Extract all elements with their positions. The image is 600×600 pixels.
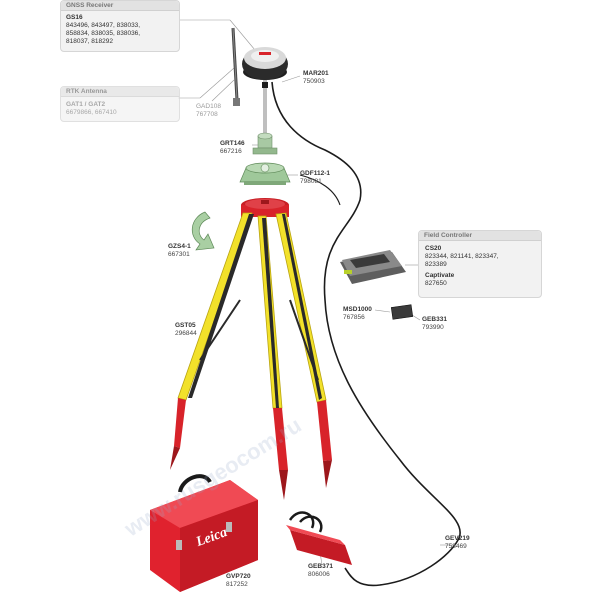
part-msd-code: 767856 <box>343 314 365 321</box>
part-grt146-code: 667216 <box>220 148 242 155</box>
part-geb331-code: 793990 <box>422 324 444 331</box>
grt146-carrier <box>252 132 278 155</box>
part-geb371-code: 806006 <box>308 571 330 578</box>
gnss-receiver-callout: GNSS Receiver GS16 843496, 843497, 83803… <box>60 0 180 52</box>
part-mar201-code: 750903 <box>303 78 325 85</box>
part-gev-code: 758469 <box>445 543 467 550</box>
part-mar201-name: MAR201 <box>303 70 329 77</box>
part-geb371-name: GEB371 <box>308 563 333 570</box>
leader-mar <box>281 75 301 83</box>
receiver-pole <box>263 80 267 136</box>
leader-gnss-2 <box>229 19 256 51</box>
cs20-codes-1: 823344, 821141, 823347, <box>425 253 499 260</box>
leader-msd <box>374 309 391 313</box>
rtk-antenna-model: GAT1 / GAT2 <box>66 101 106 108</box>
receiver-cable <box>271 81 461 587</box>
part-gst05-name: GST05 <box>175 322 196 329</box>
part-gst05-code: 296844 <box>175 330 197 337</box>
part-gad108-name: GAD108 <box>196 103 221 110</box>
leader-rtk-2 <box>199 67 235 99</box>
gdf112-tribrach <box>239 162 291 185</box>
field-controller-callout: Field Controller CS20 823344, 821141, 82… <box>418 230 542 298</box>
part-gev-name: GEV219 <box>445 535 470 542</box>
rtk-antenna-callout: RTK Antenna GAT1 / GAT2 6679866, 667410 <box>60 86 180 122</box>
gnss-receiver-codes-3: 818037, 818292 <box>66 38 113 45</box>
controller-cable <box>299 174 341 206</box>
tripod-gst05 <box>170 198 332 500</box>
part-gvp-code: 817252 <box>226 581 248 588</box>
cs20-model: CS20 <box>425 245 442 252</box>
cs20-codes-2: 823389 <box>425 261 447 268</box>
part-gad108-code: 767708 <box>196 111 218 118</box>
rtk-antenna-whip <box>231 27 240 106</box>
geb371-battery <box>286 511 352 565</box>
gnss-receiver-codes-2: 858834, 838035, 838036, <box>66 30 141 37</box>
part-gdf112-code: 798081 <box>300 178 322 185</box>
captivate-model: Captivate <box>425 272 455 279</box>
pole-connector <box>262 82 268 88</box>
field-controller-device <box>340 250 406 284</box>
leader-gad <box>211 79 235 102</box>
part-grt146-name: GRT146 <box>220 140 245 147</box>
gnss-receiver-heading: GNSS Receiver <box>61 1 179 11</box>
rtk-antenna-codes: 6679866, 667410 <box>66 109 117 116</box>
carrying-case-gvp720 <box>150 474 258 592</box>
part-gzs4-name: GZS4-1 <box>168 243 191 250</box>
gnss-receiver-model: GS16 <box>66 14 83 21</box>
msd1000-card <box>390 304 414 320</box>
part-msd-name: MSD1000 <box>343 306 372 313</box>
field-controller-heading: Field Controller <box>419 231 541 241</box>
rtk-antenna-heading: RTK Antenna <box>61 87 179 97</box>
part-gzs4-code: 667301 <box>168 251 190 258</box>
part-gvp-name: GVP720 <box>226 573 251 580</box>
captivate-code: 827650 <box>425 280 447 287</box>
gnss-receiver-unit <box>242 47 288 80</box>
part-gdf112-name: GDF112-1 <box>300 170 330 177</box>
part-geb331-name: GEB331 <box>422 316 447 323</box>
leader-geb331 <box>411 314 421 321</box>
gnss-receiver-codes-1: 843496, 843497, 838033, <box>66 22 141 29</box>
gzs4-height-hook <box>192 211 215 251</box>
